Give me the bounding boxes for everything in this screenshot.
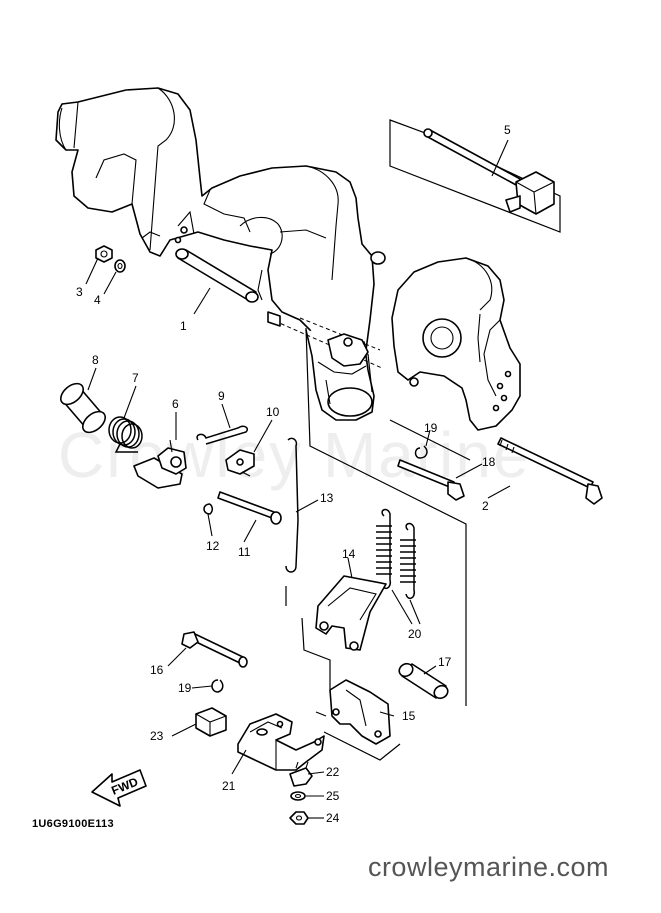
part-1-rod (175, 248, 259, 303)
swivel-bracket (55, 87, 386, 365)
frame-lower-base (323, 731, 401, 761)
callout-7: 7 (132, 371, 139, 385)
frame-right-edge (367, 353, 471, 461)
frame-part-5 (389, 119, 561, 233)
part-6-lever (133, 439, 187, 489)
clamp-bracket (391, 257, 521, 431)
frame-lower-assembly (285, 586, 331, 690)
callout-9: 9 (218, 389, 225, 403)
part-12-clip (203, 503, 214, 515)
callout-16: 16 (150, 663, 164, 677)
frame-clamp-assembly (305, 327, 467, 706)
callout-22: 22 (326, 765, 340, 779)
callout-3: 3 (76, 285, 83, 299)
part-19-clip-lower (211, 679, 224, 693)
callout-1: 1 (180, 319, 187, 333)
callout-11: 11 (238, 545, 251, 559)
callout-14: 14 (342, 547, 356, 561)
part-9-wire-spring (196, 425, 249, 445)
part-21-plate (237, 713, 325, 771)
alignment-line (299, 317, 381, 351)
part-13-hooked-rod (285, 437, 299, 573)
callout-18: 18 (482, 455, 496, 469)
callout-13: 13 (320, 491, 334, 505)
part-22-clip (289, 761, 313, 787)
part-18-bolt (397, 459, 465, 501)
part-11-pin (217, 491, 282, 525)
callout-numbers: 1 2 3 4 5 6 7 8 9 10 11 12 13 14 15 16 1… (76, 123, 511, 825)
part-24-nut (289, 811, 309, 825)
watermark-text: Crowley Marine (58, 419, 531, 491)
part-23-block (195, 707, 227, 737)
callout-25: 25 (326, 789, 340, 803)
site-footer-text[interactable]: crowleymarine.com (367, 852, 609, 882)
part-10-lever (225, 449, 255, 477)
diagram-code: 1U6G9100E113 (32, 818, 114, 830)
leader-lines (85, 139, 511, 819)
part-2-long-bolt (497, 437, 603, 505)
part-17-roller (398, 662, 449, 700)
part-8-bushing (59, 382, 107, 434)
callout-12: 12 (206, 539, 220, 553)
fwd-arrow: FWD (91, 769, 147, 807)
part-25-washer (290, 791, 306, 801)
callout-19-lower: 19 (178, 681, 192, 695)
callout-17: 17 (438, 655, 452, 669)
callout-24: 24 (326, 811, 340, 825)
part-4-washer (114, 259, 126, 273)
part-3-nut (95, 245, 113, 263)
callout-20: 20 (408, 627, 422, 641)
callout-19-upper: 19 (424, 421, 438, 435)
part-15-bracket (315, 679, 391, 745)
callout-4: 4 (94, 293, 101, 307)
callout-5: 5 (504, 123, 511, 137)
callout-8: 8 (92, 353, 99, 367)
part-19-clip-upper (414, 445, 428, 459)
part-14-bracket (315, 575, 387, 651)
part-20-springs (376, 508, 416, 600)
callout-6: 6 (172, 397, 179, 411)
callout-15: 15 (402, 709, 416, 723)
part-16-bolt (181, 631, 248, 668)
callout-21: 21 (222, 779, 236, 793)
part-5-rod (423, 128, 555, 215)
callout-2: 2 (482, 499, 489, 513)
callout-23: 23 (150, 729, 164, 743)
callout-10: 10 (266, 405, 280, 419)
pivot-plate (327, 333, 369, 367)
part-7-torsion-spring (108, 416, 143, 453)
